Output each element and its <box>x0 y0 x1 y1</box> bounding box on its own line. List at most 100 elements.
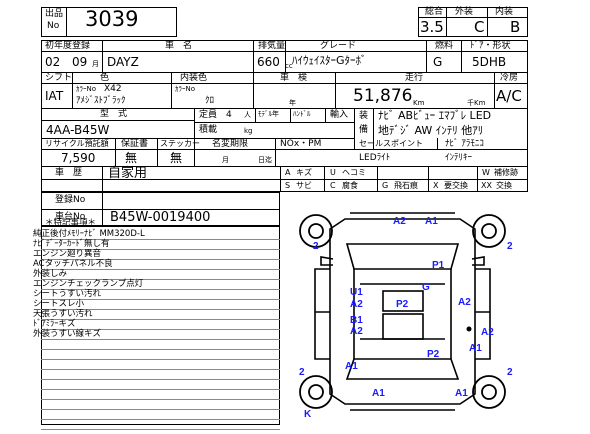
note-item: ﾄﾞｱﾐﾗｰキズ <box>33 319 76 329</box>
mark-p1: P1 <box>432 260 445 271</box>
warranty-value: 無 <box>125 151 138 165</box>
note-ruling <box>41 419 280 420</box>
legend-code-s: S <box>285 181 291 190</box>
reg-label: 初年度登録 <box>45 41 91 51</box>
legend-code-w: W <box>482 168 490 177</box>
mark-a2-left-rear: A2 <box>350 326 363 337</box>
note-ruling <box>41 379 280 380</box>
lot-number: 3039 <box>85 7 139 31</box>
note-ruling <box>41 389 280 390</box>
interior-label: 内装 <box>495 7 514 17</box>
lot-cell <box>41 7 177 37</box>
reg-month-unit: 月 <box>92 60 99 68</box>
legend-code-xx: XX <box>481 181 492 190</box>
note-item: 外装しみ <box>33 269 68 279</box>
note-item: ﾅﾋﾞﾃﾞｰﾀｰｶｰﾄﾞ無し有 <box>33 239 110 249</box>
note-item: エンジンチェックランプ点灯 <box>33 279 144 289</box>
equip-line-2: 地ﾃﾞｼﾞ AW ｲﾝﾃﾘ 他ｱﾘ <box>378 124 484 137</box>
mark-a2-right-rear: A2 <box>481 327 494 338</box>
note-item: ACタッチパネル不良 <box>33 259 113 269</box>
mark-2-rl: 2 <box>299 367 305 378</box>
handle-label: ﾊﾝﾄﾞﾙ <box>293 110 311 118</box>
mark-a1-bottom-right: A1 <box>455 388 468 399</box>
legend-code-a: A <box>285 168 291 177</box>
disp-label: 排気量 <box>258 41 286 51</box>
mark-p2-center: P2 <box>396 299 409 310</box>
note-ruling <box>41 259 280 260</box>
equip-line-1: ﾅﾋﾞ ABﾋﾞｭｰ ｴﾏﾌﾞﾚ LED <box>378 109 492 122</box>
model-value: 4AA-B45W <box>46 123 110 137</box>
exterior-label: 外装 <box>455 7 474 17</box>
note-ruling <box>41 409 280 410</box>
history-label: 車 歴 <box>55 168 83 178</box>
score-label: 総合 <box>425 7 444 17</box>
import-label: 輸入 <box>330 110 349 120</box>
note-item: 天張うすい汚れ <box>33 309 93 319</box>
equip-label-2: 備 <box>359 125 369 135</box>
recycle-label: リサイクル預託額 <box>45 139 109 148</box>
note-ruling <box>41 309 280 310</box>
color-no: X42 <box>104 84 122 94</box>
model-label: 型 式 <box>100 109 128 119</box>
reg-month: 09 <box>72 55 88 69</box>
sticker-label: ステッカー <box>160 139 200 148</box>
mark-a2-left: A2 <box>350 299 363 310</box>
fuel-label: 燃料 <box>435 41 454 51</box>
sales-2: ｲﾝﾃﾘｷｰ <box>445 153 473 163</box>
capacity-label: 定員 <box>199 110 218 120</box>
nox-label: NOx・PM <box>280 139 322 149</box>
sales-1: ﾅﾋﾞ ｱﾗﾓﾆｺ <box>445 139 484 149</box>
color-label: 色 <box>100 73 110 83</box>
mark-p2-rear: P2 <box>427 349 440 360</box>
inspect-year-unit: 年 <box>289 99 296 107</box>
capacity-unit: 人 <box>244 111 251 119</box>
displacement: 660 <box>257 55 280 69</box>
shift-value: IAT <box>45 89 64 103</box>
door-value: 5DHB <box>472 55 507 69</box>
interior-value: B <box>510 18 521 36</box>
legend-text-s: サビ <box>296 181 312 190</box>
chassis-label: 車台No <box>55 212 86 222</box>
ac-value: A/C <box>496 87 522 105</box>
load-label: 積載 <box>199 125 218 135</box>
tax-day-unit: 日迄 <box>258 156 272 164</box>
legend-text-c: 腐食 <box>342 181 358 190</box>
mark-a2-front: A2 <box>393 216 406 227</box>
equip-label-1: 装 <box>359 111 369 121</box>
legend-text-a: キズ <box>296 168 312 177</box>
mark-2-fl: 2 <box>313 241 319 252</box>
recycle-value: 7,590 <box>61 151 96 165</box>
note-ruling <box>41 279 280 280</box>
mark-k: K <box>304 409 312 420</box>
point-1: LEDﾗｲﾄ <box>359 153 391 163</box>
mark-a1-right: A1 <box>469 343 482 354</box>
ac-label: 冷房 <box>500 73 519 83</box>
mark-a1-bottom-left: A1 <box>372 388 385 399</box>
note-item: シートスレ小 <box>33 299 85 309</box>
reg-year: 02 <box>45 55 61 69</box>
note-item: 純正後付ﾒﾓﾘｰﾅﾋﾞ MM320D-L <box>33 229 145 239</box>
legend-code-g: G <box>382 181 389 190</box>
legend-text-w: 補修跡 <box>494 168 518 177</box>
thousand-km-unit: 千Km <box>467 99 486 107</box>
car-damage-diagram: A2 A1 2 2 P1 G U1 A2 P2 A2 B1 A2 A2 A1 P… <box>299 212 513 420</box>
legend-text-x: 要交換 <box>444 181 468 190</box>
note-ruling <box>41 399 280 400</box>
note-item: シートうすい汚れ <box>33 289 102 299</box>
note-item: エンジン廻り異音 <box>33 249 102 259</box>
legend-text-xx: 交換 <box>496 181 512 190</box>
mark-2-fr: 2 <box>507 241 513 252</box>
tax-label: 名変期限 <box>212 139 249 149</box>
notes-title: ＊特記事項＊ <box>45 218 97 228</box>
mark-a1-rear-left: A1 <box>345 361 358 372</box>
note-ruling <box>41 329 280 330</box>
note-ruling <box>41 359 280 360</box>
mark-a2-right: A2 <box>458 297 471 308</box>
lot-label-no: No <box>47 21 60 31</box>
load-unit: kg <box>244 127 253 135</box>
warranty-label: 保証書 <box>121 139 149 149</box>
shift-label: シフト <box>45 73 73 83</box>
legend-code-x: X <box>433 181 439 190</box>
mark-u1: U1 <box>350 287 363 298</box>
